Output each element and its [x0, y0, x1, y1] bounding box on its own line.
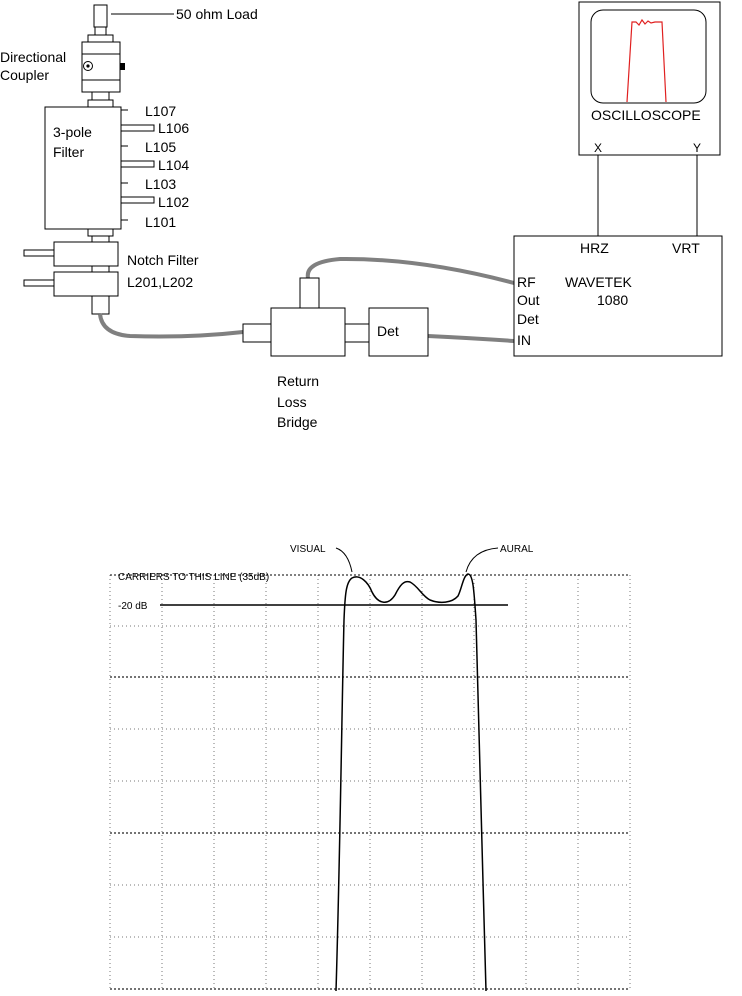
visual-marker-leader — [336, 548, 352, 572]
notch-filter-block — [54, 242, 118, 266]
coupler-flange-top — [88, 35, 113, 42]
coupler-label-line1: Directional — [0, 49, 66, 65]
sweeper-model: 1080 — [597, 292, 628, 308]
tuning-label: L106 — [158, 120, 189, 136]
aural-carrier-label: AURAL — [500, 544, 534, 555]
sweeper-vrt-label: VRT — [672, 240, 700, 256]
coupler-connector-top — [95, 27, 106, 35]
notch-stub — [24, 250, 54, 256]
notch-filter-block — [54, 272, 118, 296]
oscilloscope-label: OSCILLOSCOPE — [591, 107, 701, 123]
notch-label-line2: L201,L202 — [127, 274, 193, 290]
cable-filter-to-bridge — [100, 314, 243, 337]
coupler-port — [120, 63, 125, 70]
tuning-label: L103 — [145, 176, 176, 192]
visual-carrier-label: VISUAL — [290, 544, 326, 555]
notch-stub — [24, 280, 54, 286]
level-20db-label: -20 dB — [118, 601, 148, 612]
tuning-label: L105 — [145, 139, 176, 155]
notch-label-line1: Notch Filter — [127, 252, 199, 268]
filter-label-line1: 3-pole — [53, 124, 92, 140]
load-block — [94, 5, 107, 27]
output-connector — [92, 296, 109, 314]
coupler-neck — [92, 92, 109, 100]
filter-flange-top — [88, 100, 113, 107]
coupler-knob-center — [86, 64, 89, 67]
tuning-label: L104 — [158, 157, 189, 173]
notch-neck — [92, 266, 109, 272]
carrier-line-label: CARRIERS TO THIS LINE (35dB) — [118, 572, 269, 583]
port-det-label: Det — [517, 311, 539, 327]
tuning-screw — [121, 125, 154, 131]
notch-filters — [24, 242, 118, 314]
port-out-label: Out — [517, 292, 540, 308]
tuning-screws — [121, 110, 154, 220]
bridge-port-left — [243, 324, 271, 342]
bridge-label-line2: Loss — [277, 394, 307, 410]
filter-flange-bottom — [88, 229, 113, 236]
filter-label-line2: Filter — [53, 144, 84, 160]
tuning-screw — [121, 197, 154, 203]
filter-response-curve — [336, 574, 486, 991]
tuning-label: L107 — [145, 103, 176, 119]
load-label: 50 ohm Load — [176, 6, 258, 22]
bridge-label-line1: Return — [277, 373, 319, 389]
sweeper-hrz-label: HRZ — [580, 240, 609, 256]
test-setup: 50 ohm Load Directional Coupler 3-pole F… — [0, 2, 722, 430]
port-in-label: IN — [517, 332, 531, 348]
cable-bridge-to-rf — [308, 259, 514, 283]
plot-grid — [110, 575, 630, 991]
cable-det-to-in — [428, 336, 514, 341]
scope-y-label: Y — [693, 141, 701, 155]
response-plot: CARRIERS TO THIS LINE (35dB) -20 dB VISU… — [110, 544, 630, 991]
tuning-label: L102 — [158, 194, 189, 210]
port-rf-label: RF — [517, 274, 536, 290]
bridge-port-right — [345, 324, 369, 342]
bridge-label-line3: Bridge — [277, 414, 318, 430]
filter-neck — [92, 236, 109, 242]
scope-x-label: X — [594, 141, 602, 155]
tuning-screw — [121, 161, 154, 167]
sweeper-name: WAVETEK — [565, 274, 633, 290]
return-loss-bridge — [271, 308, 345, 356]
aural-marker-leader — [466, 548, 498, 572]
tuning-label: L101 — [145, 214, 176, 230]
coupler-label-line2: Coupler — [0, 67, 49, 83]
detector-label: Det — [377, 323, 399, 339]
bridge-port-top — [300, 278, 319, 308]
oscilloscope-screen — [591, 10, 706, 103]
